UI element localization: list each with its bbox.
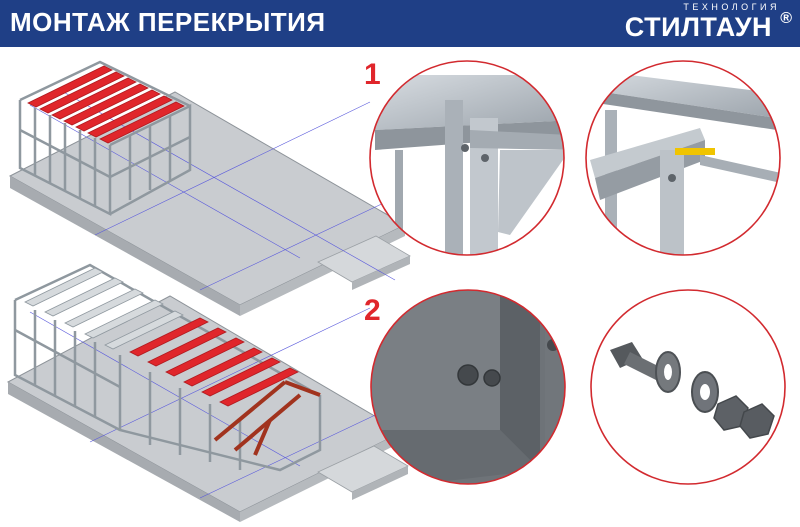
page-title: МОНТАЖ ПЕРЕКРЫТИЯ	[10, 7, 326, 37]
detail-circle-2	[586, 61, 780, 255]
brand-logo: ТЕХНОЛОГИЯ СТИЛТАУН ®	[604, 0, 800, 47]
nut-icon	[713, 395, 775, 439]
bottom-building-illustration	[6, 263, 409, 522]
red-bracing	[213, 380, 321, 456]
washer-icon	[655, 351, 719, 413]
brand-name: СТИЛТАУН	[624, 12, 772, 42]
detail-circle-4	[591, 290, 785, 484]
brand-subtitle: ТЕХНОЛОГИЯ	[683, 2, 780, 12]
red-joists-bottom	[129, 317, 299, 407]
red-joists-top	[27, 65, 185, 144]
top-building-illustration	[8, 60, 411, 316]
header-bar: МОНТАЖ ПЕРЕКРЫТИЯ ТЕХНОЛОГИЯ СТИЛТАУН ®	[0, 0, 800, 47]
detail-circle-1	[370, 61, 564, 255]
detail-circle-3	[371, 290, 565, 484]
step-number-1: 1	[364, 58, 381, 91]
brand-registered: ®	[780, 10, 792, 27]
step-number-2: 2	[364, 294, 381, 327]
